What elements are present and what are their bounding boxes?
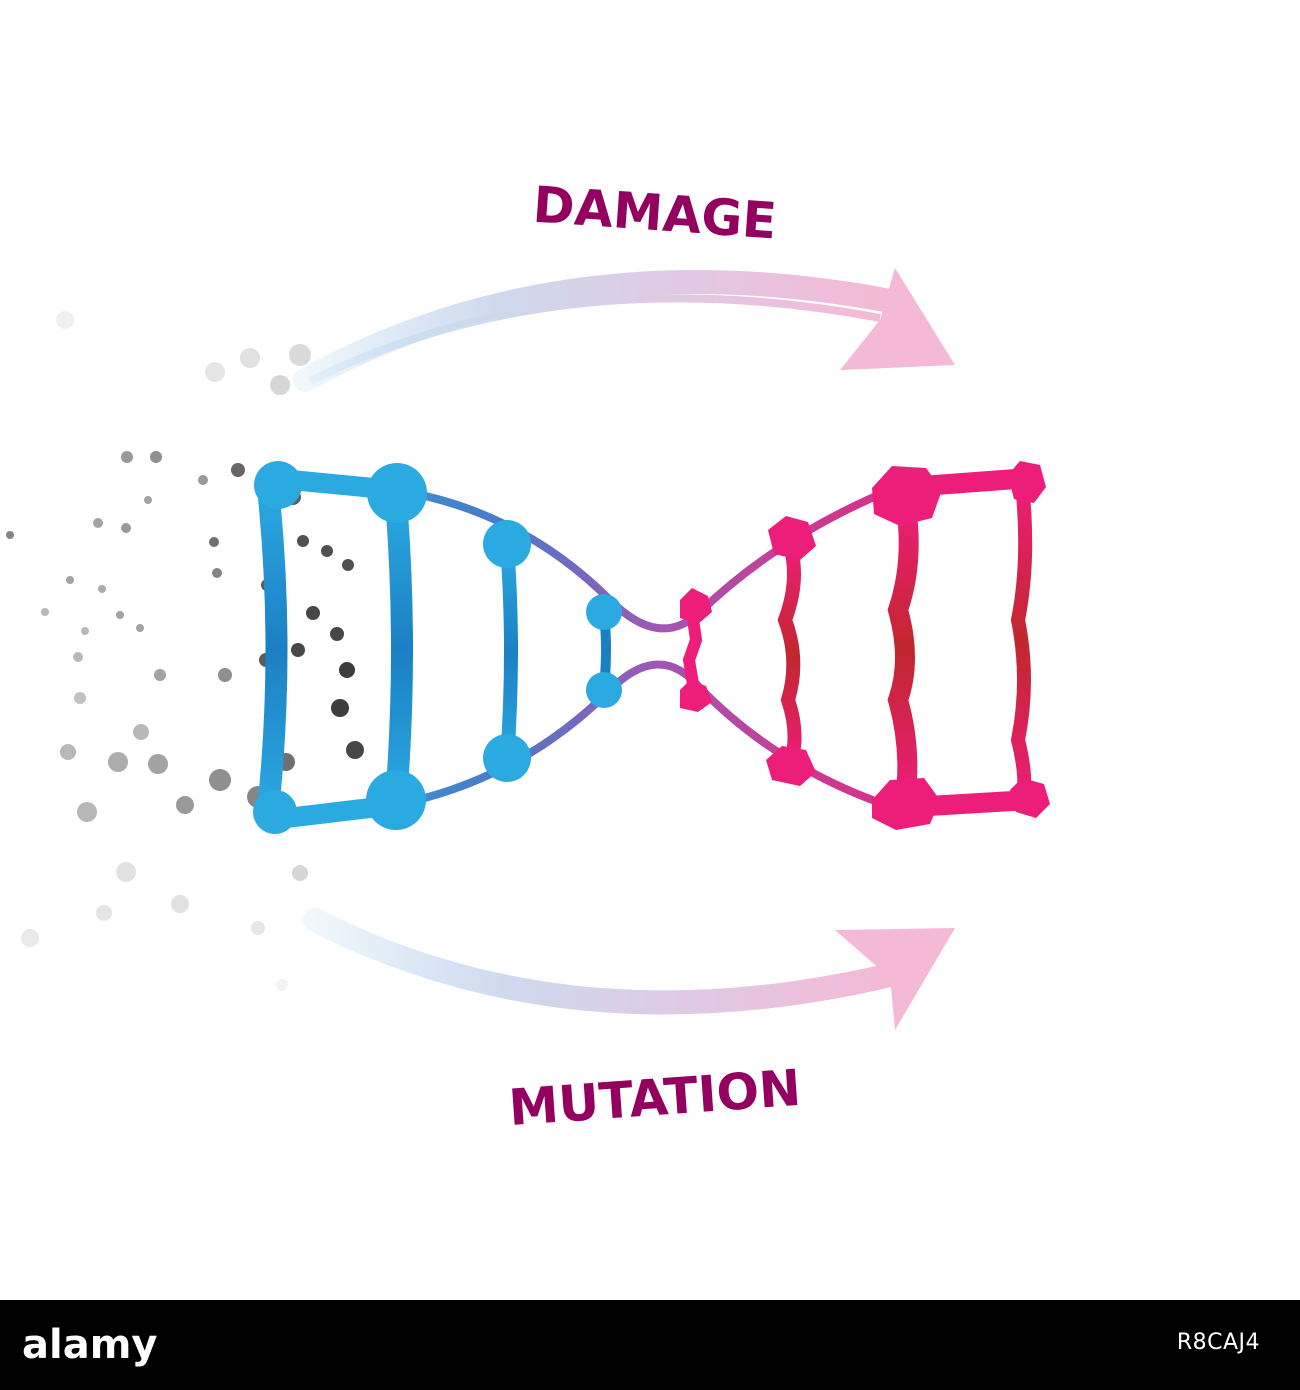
particle bbox=[74, 692, 86, 704]
particle bbox=[121, 451, 133, 463]
particle bbox=[205, 362, 225, 382]
particle bbox=[81, 627, 89, 635]
particle bbox=[276, 979, 288, 991]
particle bbox=[176, 796, 194, 814]
particle bbox=[98, 585, 106, 593]
svg-text:alamy: alamy bbox=[22, 1322, 157, 1368]
particle bbox=[116, 862, 136, 882]
particle bbox=[209, 537, 219, 547]
particle bbox=[6, 531, 14, 539]
particle bbox=[96, 905, 112, 921]
particle bbox=[198, 475, 208, 485]
particle bbox=[66, 576, 74, 584]
particle bbox=[136, 624, 144, 632]
particle bbox=[212, 568, 222, 578]
damage-arrow-icon bbox=[293, 268, 955, 392]
particle bbox=[133, 724, 149, 740]
particle bbox=[116, 611, 124, 619]
damage-label: DAMAGE bbox=[531, 176, 778, 251]
particle bbox=[331, 699, 349, 717]
particle bbox=[330, 627, 344, 641]
particle bbox=[171, 895, 189, 913]
particle bbox=[289, 344, 311, 366]
dna-helix-icon bbox=[253, 461, 622, 834]
particle bbox=[342, 559, 354, 571]
image-id: R8CAJ4 bbox=[1176, 1330, 1260, 1355]
particle bbox=[144, 496, 152, 504]
particle bbox=[21, 929, 39, 947]
particle bbox=[209, 769, 231, 791]
particle bbox=[108, 752, 128, 772]
brand-logo: alamy bbox=[22, 1322, 157, 1368]
stock-watermark-bar: alamy R8CAJ4 bbox=[0, 1300, 1300, 1390]
particle bbox=[41, 608, 49, 616]
mutation-arrow-icon bbox=[303, 908, 955, 1030]
particle bbox=[93, 518, 103, 528]
particle bbox=[148, 754, 168, 774]
particle bbox=[60, 744, 76, 760]
particle bbox=[270, 375, 290, 395]
particle bbox=[240, 348, 260, 368]
particle bbox=[77, 802, 97, 822]
particle bbox=[218, 668, 232, 682]
particle bbox=[150, 451, 162, 463]
particle bbox=[291, 643, 305, 657]
particle bbox=[292, 865, 308, 881]
dna-damage-illustration: DAMAGE MUTATION bbox=[6, 176, 1050, 1137]
particle bbox=[231, 463, 245, 477]
mutation-label: MUTATION bbox=[507, 1059, 803, 1137]
particle bbox=[321, 545, 333, 557]
damaged-dna-helix-icon bbox=[680, 461, 1050, 830]
particle bbox=[306, 606, 320, 620]
particle bbox=[154, 669, 166, 681]
particle bbox=[297, 535, 309, 547]
particle bbox=[56, 311, 74, 329]
particle bbox=[73, 652, 83, 662]
particle-cloud-icon bbox=[6, 311, 364, 991]
particle bbox=[251, 921, 265, 935]
particle bbox=[339, 662, 355, 678]
particle bbox=[121, 523, 131, 533]
particle bbox=[346, 741, 364, 759]
